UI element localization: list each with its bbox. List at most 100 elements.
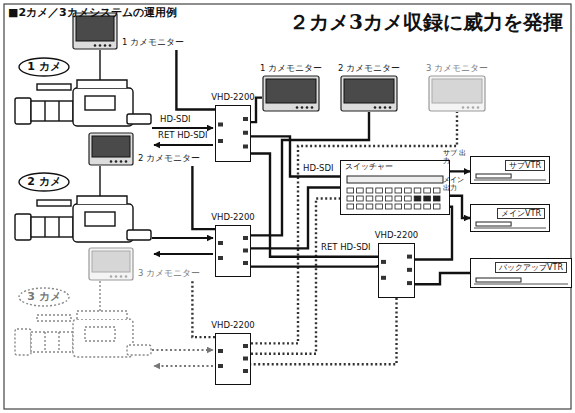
switch-button xyxy=(433,204,440,209)
vtr-deck: メインVTR xyxy=(470,204,550,232)
bnc-jack xyxy=(243,249,248,253)
monitor-knob xyxy=(472,106,475,109)
cable xyxy=(154,253,213,255)
frame-border xyxy=(4,4,571,409)
switch-button xyxy=(357,188,364,193)
monitor-drawing xyxy=(262,75,320,112)
bnc-jack xyxy=(243,236,248,240)
switch-button xyxy=(405,188,412,193)
bnc-jack xyxy=(407,255,412,259)
tape-slot xyxy=(476,174,511,178)
monitor-knob xyxy=(379,106,382,109)
node-text: VHD-2200 xyxy=(211,213,254,223)
cable xyxy=(152,349,213,351)
node-text: VHD-2200 xyxy=(375,231,418,241)
monitor-screen xyxy=(344,79,394,103)
monitor-knob xyxy=(125,160,128,163)
switch-button xyxy=(347,188,354,193)
monitor-drawing xyxy=(340,75,398,112)
converter-box: VHD-2200 xyxy=(215,333,251,385)
signal-cable xyxy=(450,170,470,173)
monitor-body xyxy=(89,133,133,165)
switch-button xyxy=(395,204,402,209)
switch-button xyxy=(424,188,431,193)
node-text: 1 カメモニター xyxy=(122,38,184,48)
output-name: メイン 出力 xyxy=(443,177,467,192)
camera-illustration xyxy=(15,50,151,126)
panel-line xyxy=(474,180,546,181)
monitor-body xyxy=(341,76,397,111)
bnc-jack xyxy=(243,261,248,265)
switch-button xyxy=(424,196,431,201)
node-text: 3 カメモニター xyxy=(138,269,200,279)
node-text: 1 カメ xyxy=(27,61,60,74)
monitor-knob xyxy=(306,106,309,109)
monitor-knob xyxy=(120,160,123,163)
node-text: 3 カメ xyxy=(27,291,60,304)
camera-cables xyxy=(152,350,213,366)
monitor-drawing xyxy=(88,247,134,281)
monitor: 3 カメモニター xyxy=(428,64,486,112)
cable xyxy=(154,365,213,367)
monitor-screen xyxy=(92,251,130,272)
connector-jacks xyxy=(216,106,250,161)
switch-button xyxy=(376,188,383,193)
switch-button xyxy=(424,204,431,209)
camera-cables xyxy=(152,128,213,254)
bnc-jack xyxy=(243,131,248,135)
node-text: VHD-2200 xyxy=(211,93,254,103)
monitor-knob xyxy=(110,275,113,278)
monitor-knob xyxy=(296,106,299,109)
monitor-knob xyxy=(115,160,118,163)
bnc-jack xyxy=(243,117,248,121)
converter-box: VHD-2200 xyxy=(215,225,251,277)
switch-button xyxy=(405,204,412,209)
signal-cable xyxy=(251,265,378,267)
monitor-knob xyxy=(94,44,97,47)
monitor-knob xyxy=(311,106,314,109)
tape-slot xyxy=(476,222,511,226)
monitor-knob xyxy=(109,44,112,47)
signal-cable xyxy=(251,136,340,176)
node-text: スイッチャー xyxy=(341,161,449,172)
connector-jacks xyxy=(216,226,250,276)
bnc-jack xyxy=(243,369,248,373)
vtr-deck: サブVTR xyxy=(470,156,550,184)
signal-cable xyxy=(251,112,457,343)
switch-button xyxy=(395,196,402,201)
monitor-drawing xyxy=(88,132,134,166)
node-text: 2 カメモニター xyxy=(138,154,200,164)
monitor-screen xyxy=(432,79,482,103)
node-text: 2 カメモニター xyxy=(338,64,400,74)
switch-button xyxy=(385,188,392,193)
figure-heading: ■2カメ／3カメシステムの運用例 xyxy=(8,7,177,20)
bnc-jack xyxy=(407,281,412,285)
switch-button xyxy=(395,188,402,193)
monitor-screen xyxy=(266,79,316,103)
node-text: メインVTR xyxy=(497,208,545,219)
monitor-knob xyxy=(115,275,118,278)
camera-tag: 1 カメ xyxy=(18,57,70,77)
signal-cable xyxy=(176,50,215,110)
panel-line xyxy=(474,228,546,229)
monitor: 2 カメモニター xyxy=(340,64,398,112)
monitor-drawing xyxy=(428,75,486,112)
monitor-body xyxy=(89,248,133,280)
display-strip xyxy=(347,176,443,183)
monitor-knob xyxy=(120,275,123,278)
converter-box: VHD-2200 xyxy=(378,243,415,298)
switch-button xyxy=(414,196,421,201)
cable xyxy=(152,237,213,239)
switch-button xyxy=(357,196,364,201)
node-text: 1 カメモニター xyxy=(260,64,322,74)
tape-slot xyxy=(476,278,521,282)
switch-button xyxy=(357,204,364,209)
monitor: 1 カメモニター xyxy=(262,64,320,112)
switch-button xyxy=(347,196,354,201)
camera-illustration xyxy=(15,166,151,242)
monitor-body xyxy=(429,76,485,111)
monitor-knob xyxy=(301,106,304,109)
cable xyxy=(154,144,213,146)
switch-button xyxy=(414,188,421,193)
